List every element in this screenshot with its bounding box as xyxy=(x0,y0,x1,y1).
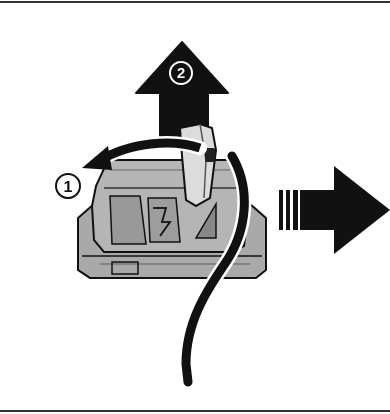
step-2-badge: 2 xyxy=(169,61,193,85)
cable-icon xyxy=(178,149,252,389)
step-2-number: 2 xyxy=(177,65,185,82)
cartridge-icon xyxy=(77,123,267,279)
right-arrow-icon xyxy=(279,166,390,254)
step-1-number: 1 xyxy=(64,179,73,196)
step-1-badge: 1 xyxy=(55,173,81,199)
curved-rotate-arrow-icon xyxy=(82,136,207,170)
up-arrow-icon xyxy=(135,41,229,141)
